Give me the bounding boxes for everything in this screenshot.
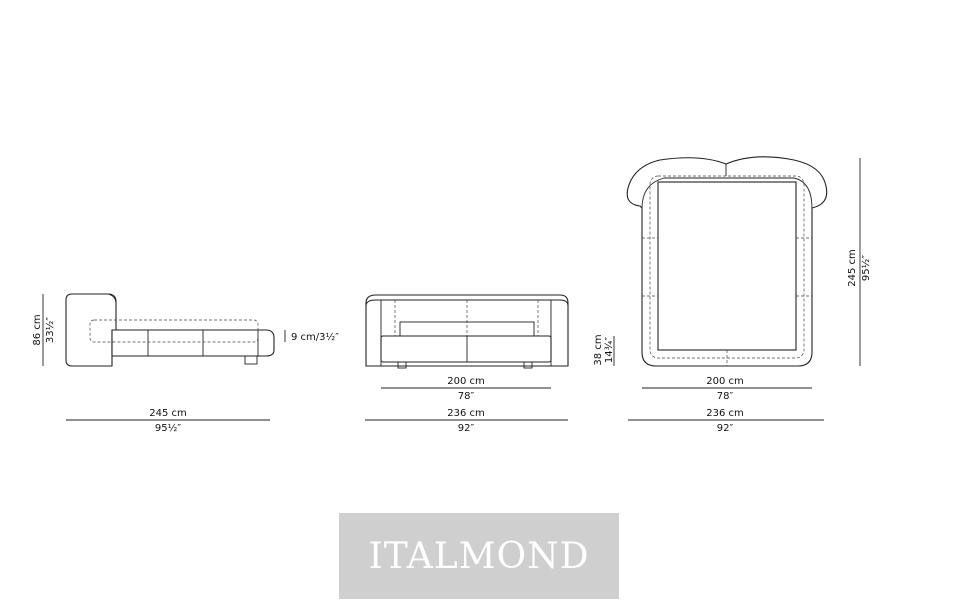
side-platform-height: 9 cm/3½″ [291, 331, 339, 343]
front-overall-width-in: 92″ [458, 423, 475, 434]
top-headboard-inner [641, 177, 813, 209]
top-mattress [657, 181, 797, 351]
top-mattress-width-cm: 200 cm [706, 376, 744, 387]
side-base [111, 329, 275, 357]
top-hidden-outline [649, 175, 805, 359]
front-height-cm: 38 cm [593, 334, 604, 365]
front-mattress-width-in: 78″ [458, 391, 475, 402]
top-overall-width-in: 92″ [717, 423, 734, 434]
front-foot-left [397, 361, 407, 369]
side-headboard-edge [107, 293, 117, 305]
top-mattress-width-in: 78″ [717, 391, 734, 402]
top-length-cm: 245 cm [847, 249, 858, 287]
top-view: 245 cm 95½″ 200 cm 78″ 236 cm 92″ [626, 156, 872, 434]
side-length-cm: 245 cm [149, 408, 187, 419]
side-view: 86 cm 33½″ 9 cm/3½″ 245 cm 95½″ [32, 293, 339, 434]
front-mattress-width-cm: 200 cm [447, 376, 485, 387]
side-hidden-mattress [89, 319, 259, 343]
front-height-in: 14¾″ [604, 337, 615, 363]
front-view: 38 cm 14¾″ 200 cm 78″ 236 cm 92″ [365, 294, 615, 434]
top-length-in: 95½″ [860, 255, 872, 281]
watermark-logo: ITALMOND [339, 513, 619, 599]
front-foot-right [523, 361, 533, 369]
side-length-in: 95½″ [155, 422, 181, 434]
front-base [380, 335, 552, 363]
side-height-in: 33½″ [44, 317, 56, 343]
side-height-cm: 86 cm [32, 314, 43, 345]
side-headboard [65, 293, 117, 367]
front-overall-width-cm: 236 cm [447, 408, 485, 419]
side-foot [244, 355, 258, 365]
top-overall-width-cm: 236 cm [706, 408, 744, 419]
watermark-text: ITALMOND [368, 535, 590, 577]
front-headboard-top-seam [365, 299, 569, 307]
